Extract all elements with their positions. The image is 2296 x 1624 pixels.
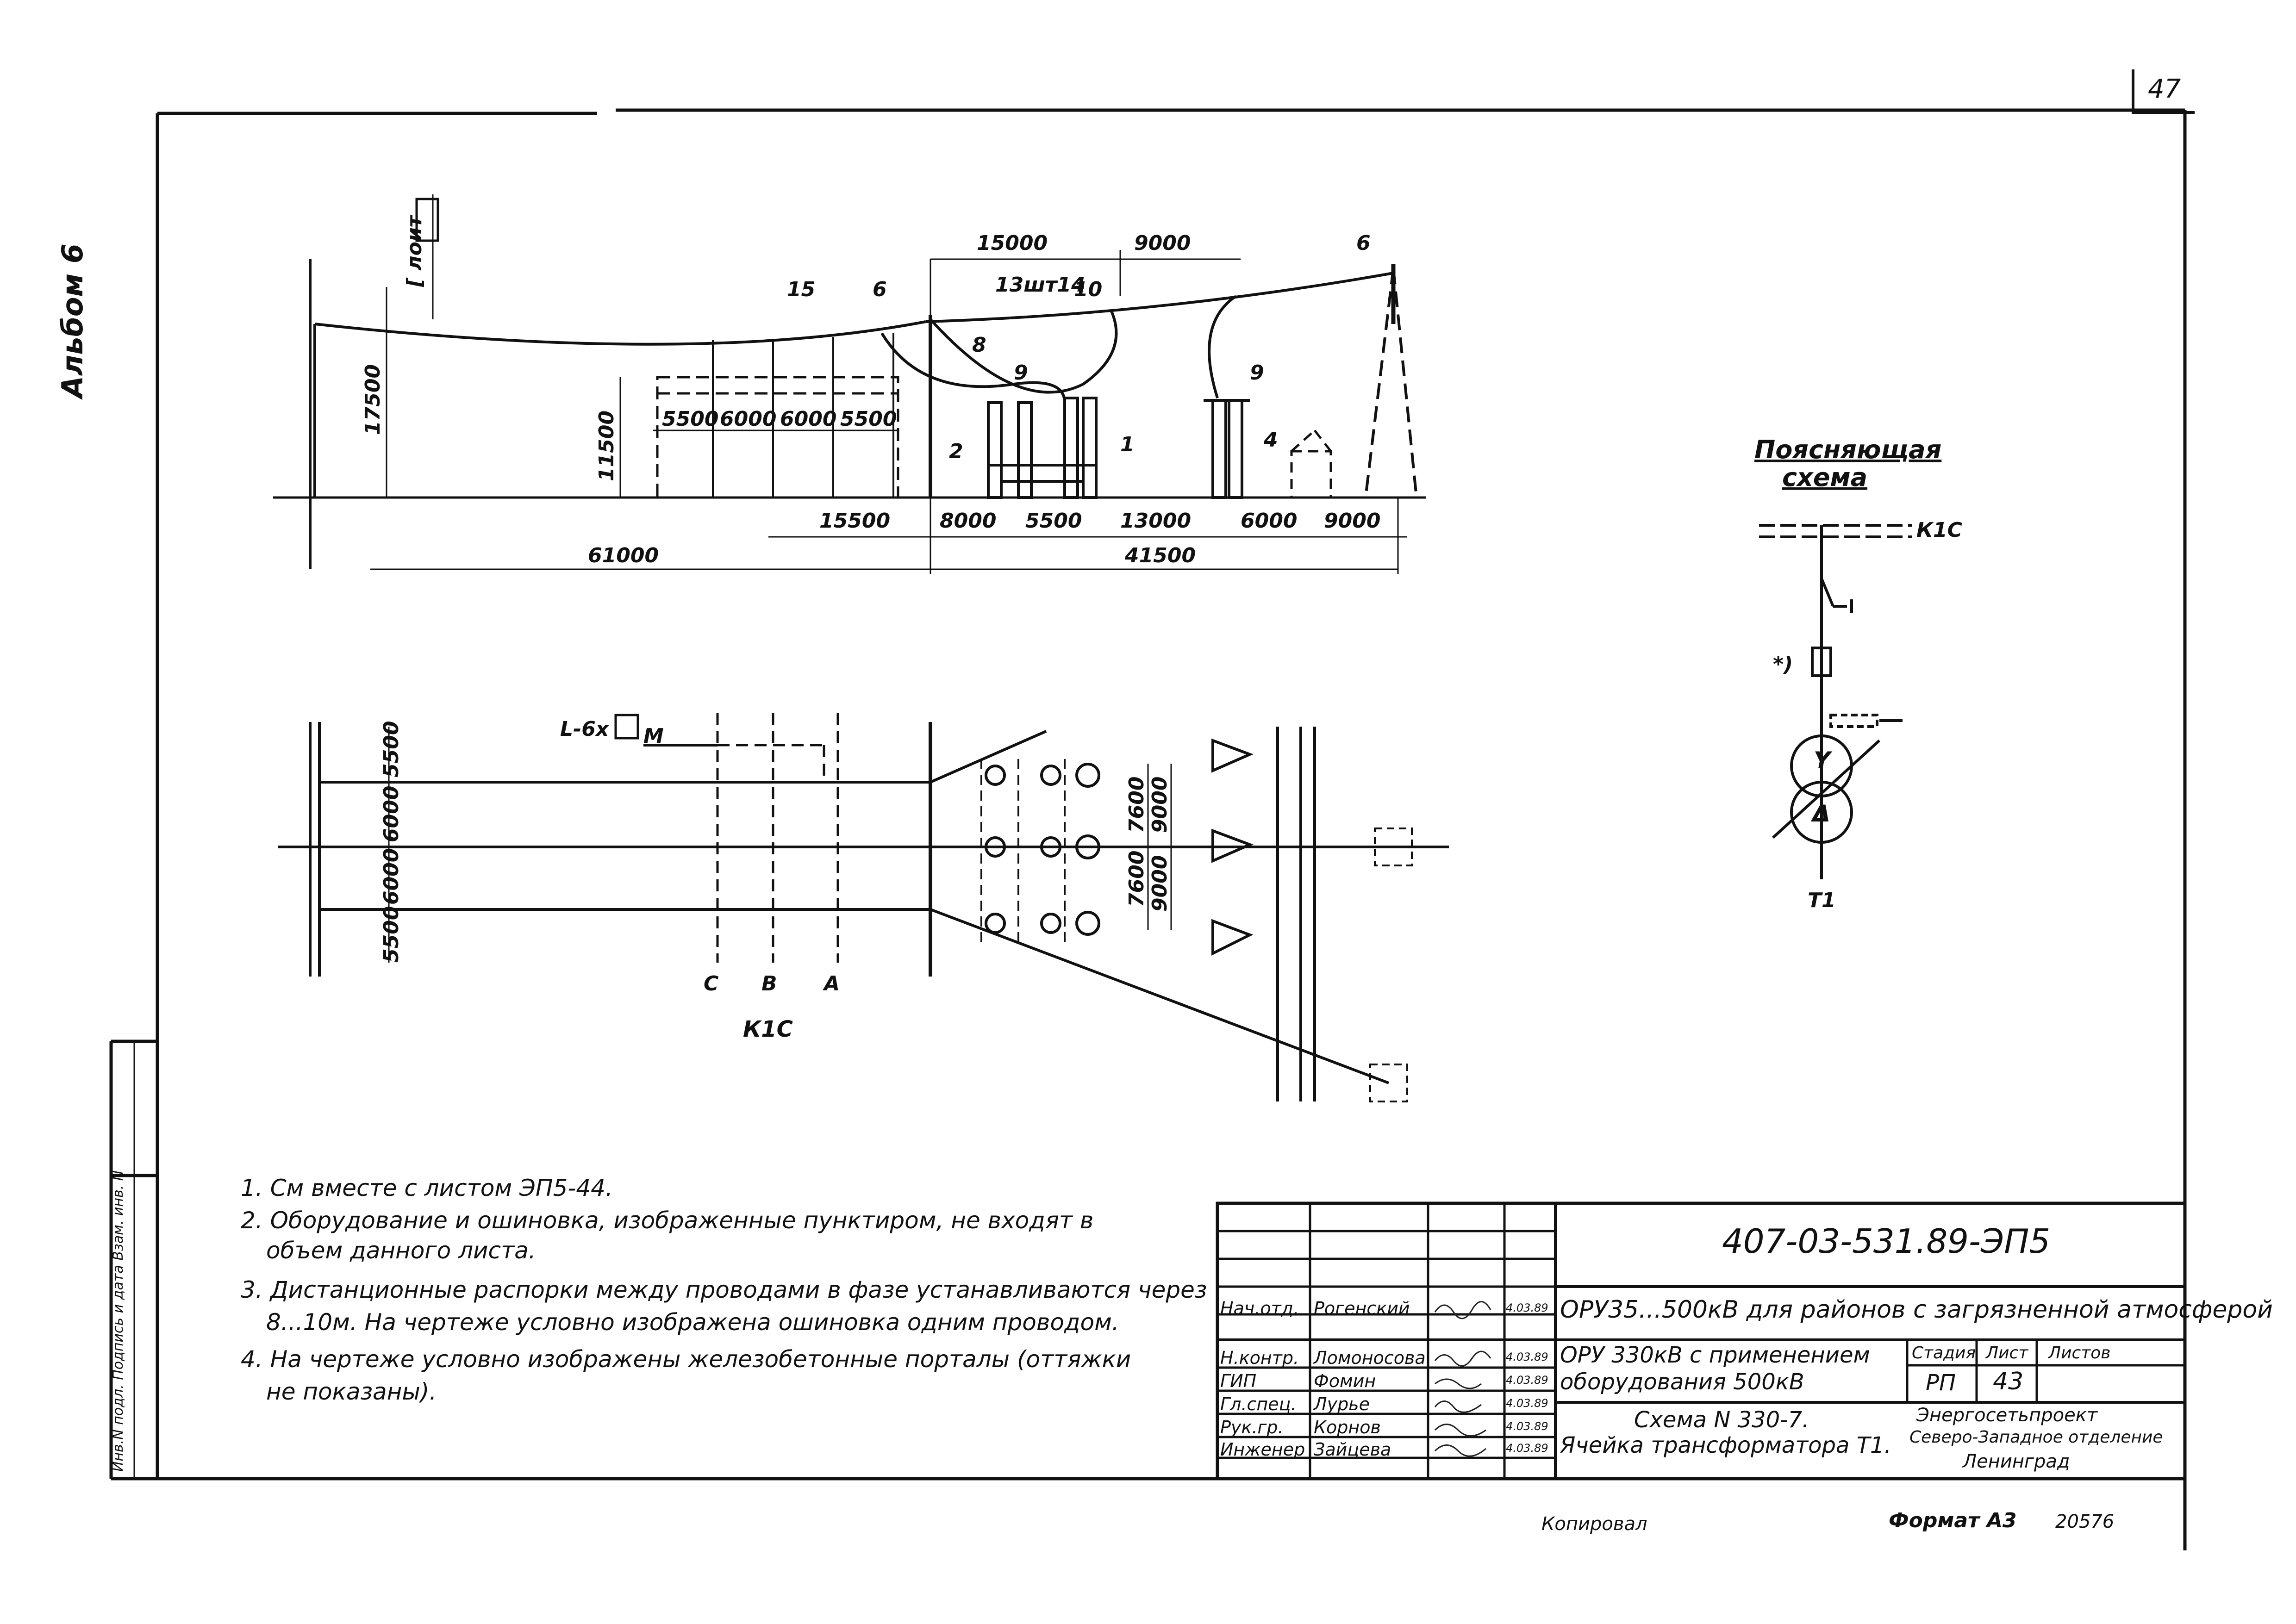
sig-role-0: Нач.отд. <box>1220 1298 1299 1319</box>
callout-6b: 6 <box>1356 231 1371 255</box>
dim-top-15000: 15000 <box>977 231 1048 255</box>
sig-role-3: Гл.спец. <box>1220 1394 1297 1414</box>
org-line2: Северо-Западное отделение <box>1909 1428 2163 1447</box>
phase-label-c: C <box>704 972 718 996</box>
elevation-profile-label: [ лоит <box>403 214 426 287</box>
sig-role-5: Инженер <box>1220 1439 1305 1460</box>
dim-overall-61000: 61000 <box>588 544 659 567</box>
dim-row-6000: 6000 <box>1241 509 1297 533</box>
note-4b: не показаны). <box>266 1378 437 1405</box>
plan-dim-6000b: 6000 <box>380 848 403 905</box>
sig-name-3: Лурье <box>1314 1394 1370 1414</box>
plan-dim-7600b: 7600 <box>1125 851 1148 907</box>
copied-by: Копировал <box>1541 1513 1647 1535</box>
drawing-line1: Схема N 330-7. <box>1634 1407 1809 1433</box>
callout-15: 15 <box>787 278 815 301</box>
callout-9a: 9 <box>1014 361 1028 385</box>
org-line1: Энергосетьпроект <box>1916 1405 2098 1426</box>
callout-8: 8 <box>972 333 986 357</box>
sheets-header: Листов <box>2048 1344 2111 1363</box>
sig-date-5: 4.03.89 <box>1506 1442 1548 1455</box>
stage-header: Стадия <box>1912 1344 1976 1363</box>
sig-date-2: 4.03.89 <box>1506 1374 1548 1387</box>
sig-role-1: Н.контр. <box>1220 1348 1299 1368</box>
dim-bus-6000a: 6000 <box>720 407 776 431</box>
plan-node-label: К1С <box>743 1016 793 1042</box>
plan-dim-7600a: 7600 <box>1125 777 1148 833</box>
dim-bus-6000b: 6000 <box>780 407 836 431</box>
scheme-transformer-label: Т1 <box>1808 889 1836 912</box>
dim-row-13000: 13000 <box>1120 509 1191 533</box>
dim-row-15500: 15500 <box>819 509 890 533</box>
phase-label-a: A <box>823 972 840 996</box>
plan-dim-5500b: 5500 <box>380 906 403 963</box>
sheet-corner-number: 47 <box>2148 74 2181 104</box>
callout-1: 1 <box>1120 433 1135 456</box>
org-line3: Ленинград <box>1963 1451 2070 1472</box>
format-label: Формат А3 <box>1889 1509 2017 1532</box>
sig-date-0: 4.03.89 <box>1506 1301 1548 1314</box>
callout-4: 4 <box>1263 428 1278 452</box>
sig-name-2: Фомин <box>1314 1371 1376 1391</box>
callout-10: 10 <box>1074 278 1102 301</box>
subtitle-line1: ОРУ 330кВ с применением <box>1560 1342 1870 1368</box>
scheme-title-line1: Поясняющая <box>1754 435 1941 464</box>
drawing-line2: Ячейка трансформатора Т1. <box>1560 1432 1891 1458</box>
sig-role-2: ГИП <box>1220 1371 1257 1391</box>
designation: 407-03-531.89-ЭП5 <box>1722 1222 2051 1261</box>
sig-name-4: Корнов <box>1314 1417 1381 1437</box>
dim-top-9000: 9000 <box>1134 231 1191 255</box>
note-4a: 4. На чертеже условно изображены железоб… <box>241 1346 1131 1373</box>
note-3a: 3. Дистанционные распорки между проводам… <box>241 1276 1207 1303</box>
project-title: ОРУ35...500кВ для районов с загрязненной… <box>1560 1296 2273 1324</box>
sig-name-0: Рогенский <box>1314 1298 1410 1319</box>
scheme-title-line2: схема <box>1782 463 1867 492</box>
plan-dim-9000a: 9000 <box>1148 777 1172 833</box>
plan-dim-5500a: 5500 <box>380 721 403 778</box>
dim-vert-11500: 11500 <box>595 411 618 481</box>
dim-row-8000: 8000 <box>940 509 996 533</box>
sig-name-1: Ломоносова <box>1314 1348 1426 1368</box>
note-3b: 8...10м. На чертеже условно изображена о… <box>266 1309 1119 1336</box>
dim-bus-5500b: 5500 <box>840 407 897 431</box>
scheme-bus-label: К1С <box>1916 518 1962 542</box>
dim-bus-5500a: 5500 <box>662 407 718 431</box>
stage-value: РП <box>1926 1370 1956 1396</box>
scheme-star-label: *) <box>1773 653 1793 676</box>
sig-date-1: 4.03.89 <box>1506 1350 1548 1363</box>
plan-dim-6000a: 6000 <box>380 786 403 842</box>
phase-label-b: B <box>761 972 777 996</box>
callout-6a: 6 <box>873 278 887 301</box>
sheet-header: Лист <box>1986 1344 2028 1363</box>
note-2a: 2. Оборудование и ошиновка, изображенные… <box>241 1207 1094 1234</box>
sheet-value: 43 <box>1993 1368 2024 1395</box>
sig-name-5: Зайцева <box>1314 1439 1391 1460</box>
dim-row-5500: 5500 <box>1025 509 1082 533</box>
sheet-corner-box <box>2132 69 2195 114</box>
plan-profile-suffix: M <box>643 724 664 748</box>
bottom-number: 20576 <box>2055 1511 2115 1532</box>
note-1: 1. См вместе с листом ЭП5-44. <box>241 1175 613 1201</box>
dim-overall-41500: 41500 <box>1124 544 1196 567</box>
plan-profile-label: L-6x <box>560 717 610 741</box>
wye-symbol-icon: Y <box>1814 747 1833 774</box>
sig-role-4: Рук.гр. <box>1220 1417 1284 1437</box>
note-2b: объем данного листа. <box>266 1237 536 1264</box>
subtitle-line2: оборудования 500кВ <box>1560 1369 1804 1395</box>
sig-date-4: 4.03.89 <box>1506 1420 1548 1433</box>
conductor-label: 13шт14 <box>995 273 1086 297</box>
dim-row-9000: 9000 <box>1324 509 1380 533</box>
delta-symbol-icon: Δ <box>1810 800 1830 827</box>
dim-vert-17500: 17500 <box>361 364 385 435</box>
callout-2: 2 <box>949 440 963 463</box>
plan-dim-9000b: 9000 <box>1148 855 1172 912</box>
sig-date-3: 4.03.89 <box>1506 1397 1548 1410</box>
callout-9b: 9 <box>1250 361 1264 385</box>
